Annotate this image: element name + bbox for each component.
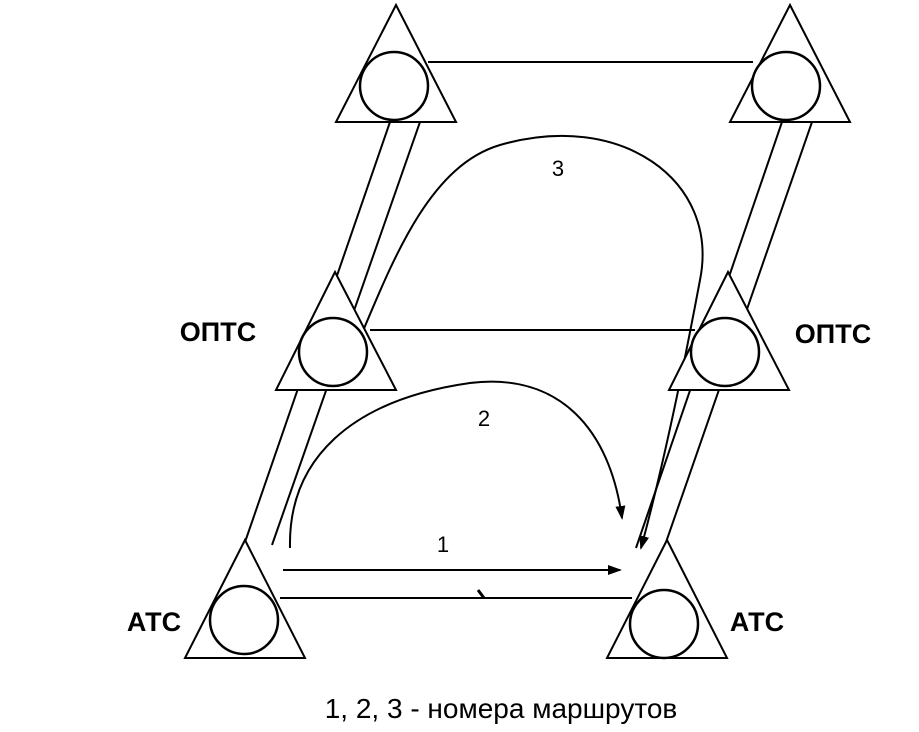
node-circle [358,50,430,122]
routes [283,134,704,575]
node-mid-right [667,269,791,391]
node-top-right [728,2,852,123]
diagram-caption: 1, 2, 3 - номера маршрутов [325,693,678,724]
label-left-bottom: АТС [127,607,181,637]
node-top-left [334,2,458,123]
node-mid-left [274,269,398,391]
label-left-middle: ОПТС [180,317,256,347]
node-bottom-right [605,537,729,660]
route-3-arrow [337,134,704,550]
node-bottom-left [183,537,307,659]
node-circle [297,316,369,388]
label-right-bottom: АТС [730,607,784,637]
route-2-arrow [288,380,626,549]
node-circle [750,50,822,122]
bottom-link-tick [476,589,486,599]
route-1-label: 1 [437,532,449,557]
node-circle [628,588,700,660]
route-2-label: 2 [478,406,490,431]
label-right-middle: ОПТС [795,319,871,349]
route-3-label: 3 [552,156,564,181]
node-circle [689,316,761,388]
node-circle [208,584,280,656]
